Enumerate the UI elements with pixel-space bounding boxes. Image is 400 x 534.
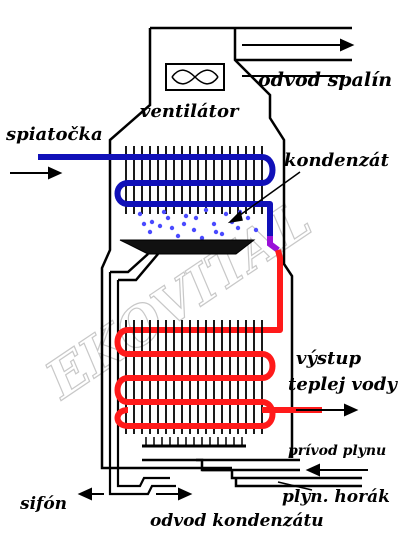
condensate-drop bbox=[235, 225, 241, 231]
label-hot-water-2: teplej vody bbox=[288, 374, 398, 395]
condensate-drop bbox=[223, 211, 229, 217]
condensate-drop bbox=[181, 221, 187, 227]
condensate-drop bbox=[157, 223, 163, 229]
label-flue-gas: odvod spalín bbox=[258, 69, 392, 91]
condensate-drop bbox=[213, 229, 219, 235]
condensate-drop bbox=[211, 221, 217, 227]
leader-lines bbox=[227, 171, 313, 491]
label-burner: plyn. horák bbox=[282, 487, 390, 507]
condensing-heat-exchanger bbox=[38, 146, 280, 253]
condensate-drop bbox=[137, 211, 143, 217]
condensate-drop bbox=[253, 227, 259, 233]
condensate-drop bbox=[245, 215, 251, 221]
condensate-drop bbox=[183, 213, 189, 219]
label-siphon: sifón bbox=[19, 494, 67, 514]
boiler-body bbox=[100, 26, 352, 470]
label-gas-inlet: prívod plynu bbox=[288, 443, 386, 459]
label-hot-water-1: výstup bbox=[296, 348, 361, 369]
condensate-drop bbox=[161, 209, 167, 215]
condensate-tray bbox=[110, 239, 256, 282]
label-fan: ventilátor bbox=[140, 101, 240, 122]
hot-riser-pipe bbox=[128, 249, 283, 333]
transition-pipe bbox=[267, 236, 280, 253]
condensate-drop bbox=[191, 227, 197, 233]
gas-inlet-arrow bbox=[305, 463, 368, 477]
siphon-arrow bbox=[77, 487, 104, 501]
condensate-drain-arrow bbox=[156, 487, 193, 501]
condensate-drop bbox=[165, 215, 171, 221]
condensate-drop bbox=[203, 207, 209, 213]
condensate-drop bbox=[175, 233, 181, 239]
condensate-drops bbox=[137, 207, 259, 241]
condensate-drop bbox=[199, 235, 205, 241]
condensate-drop bbox=[149, 219, 155, 225]
gas-burner bbox=[142, 437, 362, 488]
condensate-drop bbox=[147, 229, 153, 235]
hot-water-arrow bbox=[296, 403, 359, 417]
condensate-drop bbox=[219, 231, 225, 237]
return-water-arrow bbox=[10, 166, 63, 180]
hot-water-coil bbox=[114, 327, 276, 429]
return-water-coil bbox=[38, 154, 276, 236]
fan-icon bbox=[165, 63, 225, 91]
flue-gas-arrows bbox=[242, 38, 355, 77]
label-return: spiatočka bbox=[5, 124, 103, 145]
label-condensate: kondenzát bbox=[284, 150, 390, 171]
condensate-drop bbox=[193, 215, 199, 221]
label-condensate-drain: odvod kondenzátu bbox=[150, 511, 324, 531]
condensate-drop bbox=[169, 225, 175, 231]
condensate-drop bbox=[141, 221, 147, 227]
